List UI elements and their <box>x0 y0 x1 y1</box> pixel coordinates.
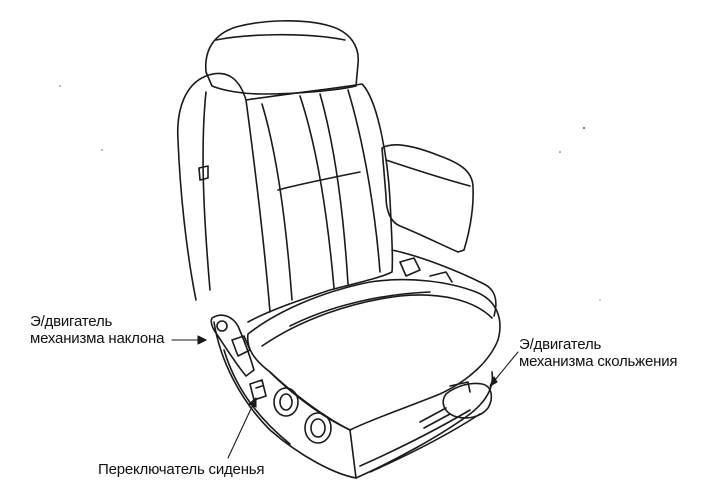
armrest <box>381 143 474 253</box>
seat-base <box>213 321 494 479</box>
label-seat-switch: Переключатель сиденья <box>98 461 265 478</box>
seat-cushion <box>246 278 501 431</box>
headrest <box>204 20 359 95</box>
leader-lines <box>171 335 519 459</box>
label-slide-motor-line2: механизма скольжения <box>519 353 678 370</box>
label-slide-motor: Э/двигатель механизма скольжения <box>519 336 678 370</box>
seat-switch <box>249 379 267 401</box>
paper-speckles <box>59 85 601 301</box>
switch-leader <box>227 397 257 459</box>
label-slide-motor-line1: Э/двигатель <box>519 336 602 353</box>
label-recline-motor-line2: механизма наклона <box>30 330 165 347</box>
rear-mechanism <box>391 249 497 317</box>
label-recline-motor-line1: Э/двигатель <box>30 313 113 330</box>
recline-arrowhead <box>197 335 207 345</box>
backrest <box>176 72 394 323</box>
slide-arrowhead <box>489 376 498 387</box>
label-recline-motor: Э/двигатель механизма наклона <box>30 313 164 347</box>
recline-motor <box>210 314 255 377</box>
slide-motor <box>419 381 493 429</box>
switch-arrowhead <box>248 397 257 408</box>
